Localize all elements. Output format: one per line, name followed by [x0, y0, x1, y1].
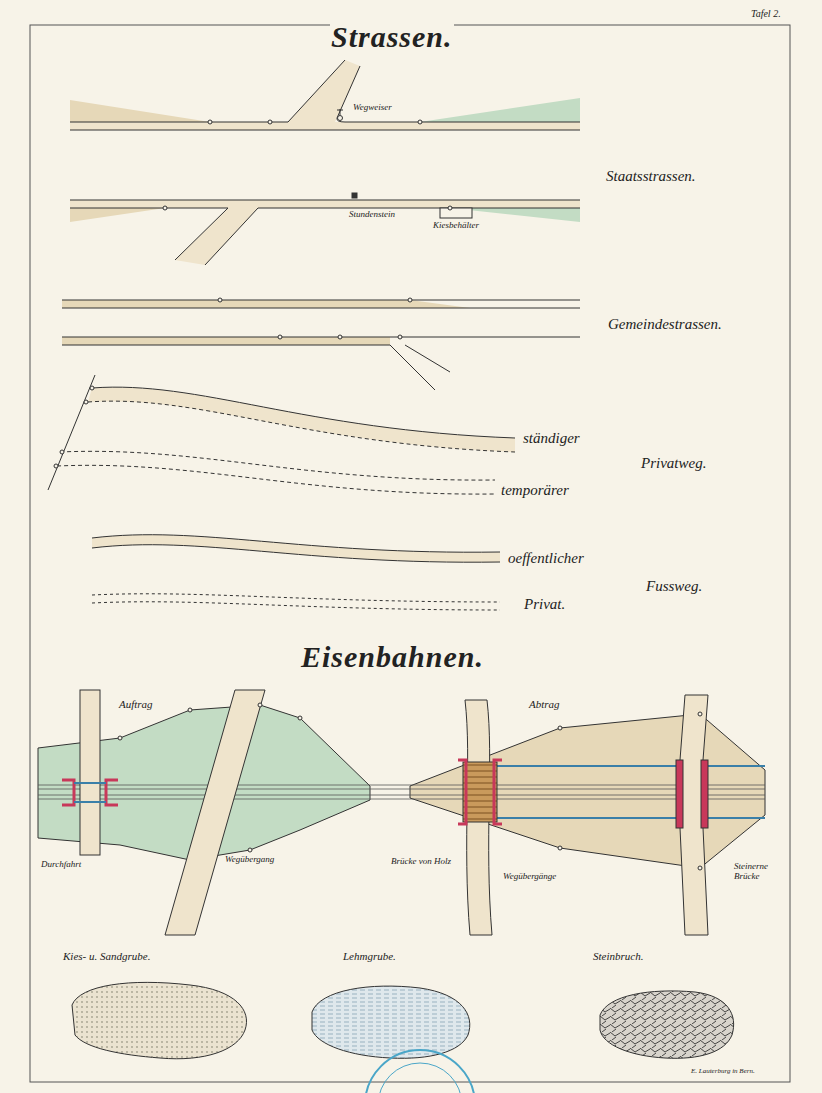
map-label: Tafel 2. [750, 8, 782, 19]
map-label: oeffentlicher [507, 550, 585, 567]
section-heading: Strassen. [330, 20, 454, 53]
map-label: ständiger [522, 430, 581, 447]
map-label: Kies- u. Sandgrube. [62, 950, 151, 962]
map-label: Auftrag [118, 698, 154, 710]
map-label: Wegweiser [352, 103, 393, 113]
map-label: E. Lauterburg in Bern. [690, 1068, 756, 1076]
collection-stamp [365, 1050, 475, 1093]
map-label: temporärer [500, 482, 570, 499]
frame [30, 25, 790, 1082]
map-label: Abtrag [528, 698, 561, 710]
map-label: Brücke von Holz [390, 857, 452, 867]
map-label: Wegübergänge [502, 872, 557, 882]
map-label: Staatsstrassen. [605, 168, 697, 185]
community-roads [62, 298, 580, 390]
state-roads [70, 60, 580, 265]
map-label: Steinbruch. [592, 950, 644, 962]
map-label: Stundenstein [348, 210, 396, 220]
map-label: Wegübergang [224, 855, 275, 865]
private-and-foot-paths [48, 375, 515, 610]
section-heading: Eisenbahnen. [300, 640, 485, 673]
map-label: Fussweg. [645, 578, 703, 595]
map-label: Privatweg. [640, 455, 707, 472]
map-label: Gemeindestrassen. [607, 316, 723, 333]
pits [72, 982, 734, 1058]
map-label: Privat. [523, 596, 566, 613]
map-label: Steinerne Brücke [733, 862, 781, 882]
railway [38, 690, 765, 935]
map-label: Durchfahrt [40, 860, 82, 870]
map-label: Lehmgrube. [342, 950, 397, 962]
map-label: Kiesbehälter [432, 221, 480, 231]
